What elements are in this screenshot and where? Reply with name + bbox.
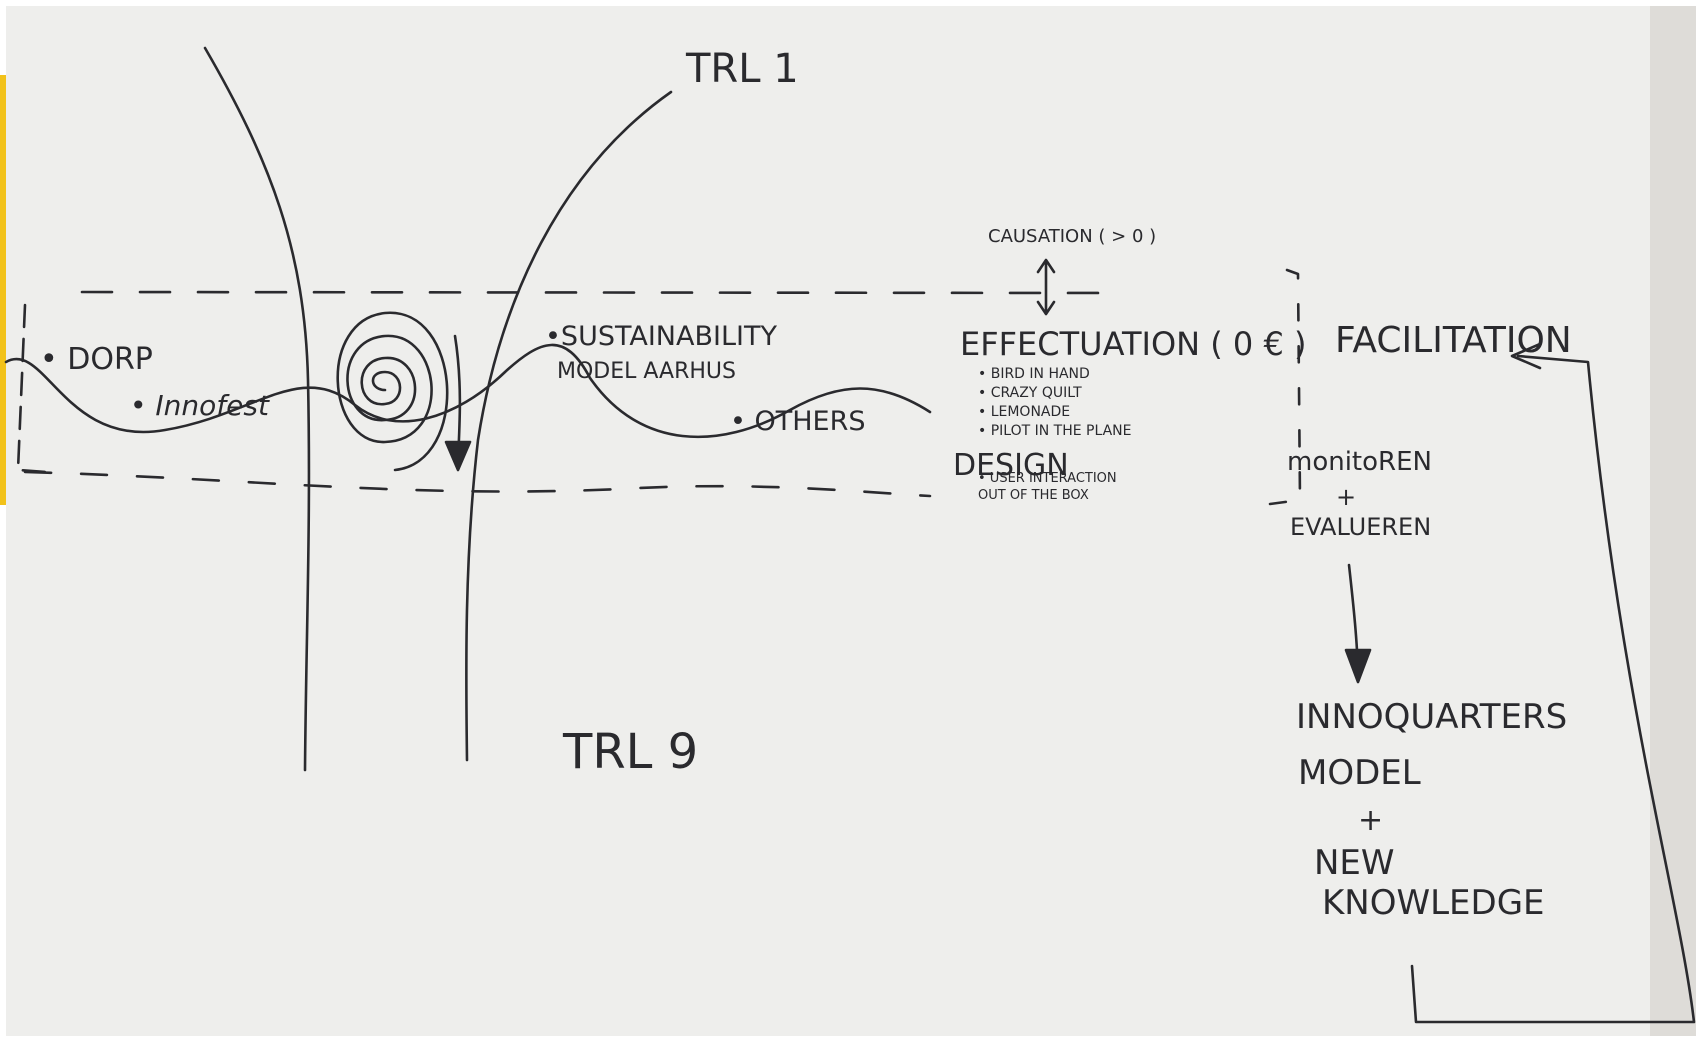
feedback-loop-arrowhead (1510, 342, 1542, 370)
monitor-plus: + (1336, 483, 1356, 511)
design-item-box: OUT OF THE BOX (978, 488, 1089, 503)
tape-strip (0, 75, 6, 505)
paper-shadow-right (1650, 6, 1696, 1036)
knowledge-label: KNOWLEDGE (1322, 883, 1545, 923)
dorp-label: • DORP (40, 342, 153, 377)
funnel-right-curve (464, 90, 673, 762)
spiral (336, 311, 449, 472)
effectuation-label: EFFECTUATION ( 0 € ) (960, 325, 1306, 363)
effectuation-item-quilt: • CRAZY QUILT (978, 385, 1082, 401)
facilitation-label: FACILITATION (1335, 320, 1572, 361)
causation-label: CAUSATION ( > 0 ) (988, 226, 1156, 247)
evalueren-label: EVALUEREN (1290, 513, 1431, 541)
innoquarters-label: INNOQUARTERS (1296, 697, 1567, 737)
effectuation-item-pilot: • PILOT IN THE PLANE (978, 423, 1132, 439)
monitoren-label: monitoREN (1287, 447, 1432, 477)
sustainability-label: •SUSTAINABILITY (545, 321, 777, 352)
effectuation-item-bird: • BIRD IN HAND (978, 366, 1090, 382)
others-label: • OTHERS (730, 406, 866, 437)
monitor-arrow-head (1344, 648, 1372, 684)
spiral-arrow-head (444, 440, 472, 472)
new-label: NEW (1314, 843, 1395, 883)
effectuation-item-lemonade: • LEMONADE (978, 404, 1070, 420)
wave-line (4, 343, 932, 439)
trl-1-label: TRL 1 (685, 46, 799, 92)
trl-9-label: TRL 9 (562, 724, 698, 780)
design-label: DESIGN (953, 448, 1069, 483)
design-item-user: • USER INTERACTION (978, 471, 1117, 486)
effectuation-divider (1268, 268, 1302, 506)
model-label: MODEL (1298, 753, 1421, 793)
paper-sheet (6, 6, 1696, 1036)
model-aarhus-label: MODEL AARHUS (557, 359, 736, 384)
funnel-left-curve (203, 46, 311, 772)
feedback-loop-line (1410, 354, 1696, 1024)
innofest-label: • Innofest (130, 389, 270, 422)
band-dash-bottom (23, 470, 932, 498)
band-dash-top (80, 290, 1122, 295)
causation-arrow (1036, 258, 1056, 316)
knowledge-plus: + (1358, 803, 1383, 838)
